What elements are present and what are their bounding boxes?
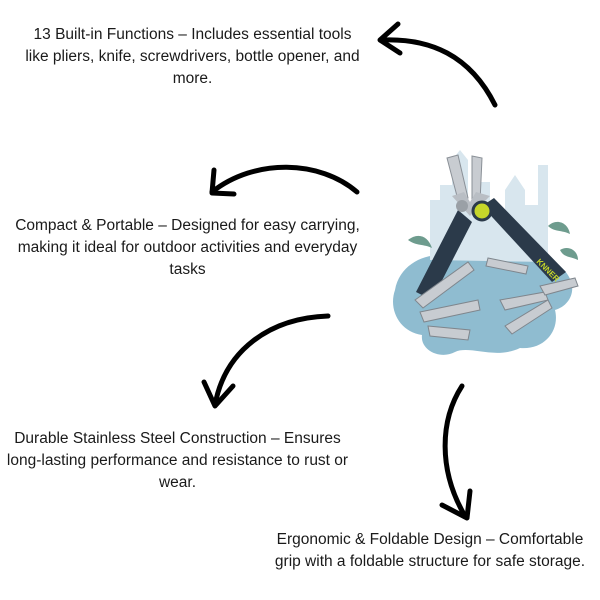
pliers-jaws-icon: [446, 154, 490, 216]
feature-stainless-steel: Durable Stainless Steel Construction – E…: [6, 430, 349, 491]
feature-compact-portable: Compact & Portable – Designed for easy c…: [15, 217, 360, 278]
arrow-to-functions-icon: [377, 21, 498, 108]
splash-background-icon: [393, 150, 578, 355]
arrow-to-ergonomic-icon: [439, 383, 473, 521]
pivot-icon: [471, 200, 493, 222]
arrow-to-portable-icon: [209, 164, 360, 197]
feature-ergonomic-foldable: Ergonomic & Foldable Design – Comfortabl…: [274, 531, 586, 570]
feature-built-in-functions: 13 Built-in Functions – Includes essenti…: [25, 26, 360, 87]
fanned-blades-icon: [414, 257, 579, 341]
arrow-to-steel-icon: [201, 313, 331, 409]
multitool-handles-icon: [416, 198, 566, 300]
